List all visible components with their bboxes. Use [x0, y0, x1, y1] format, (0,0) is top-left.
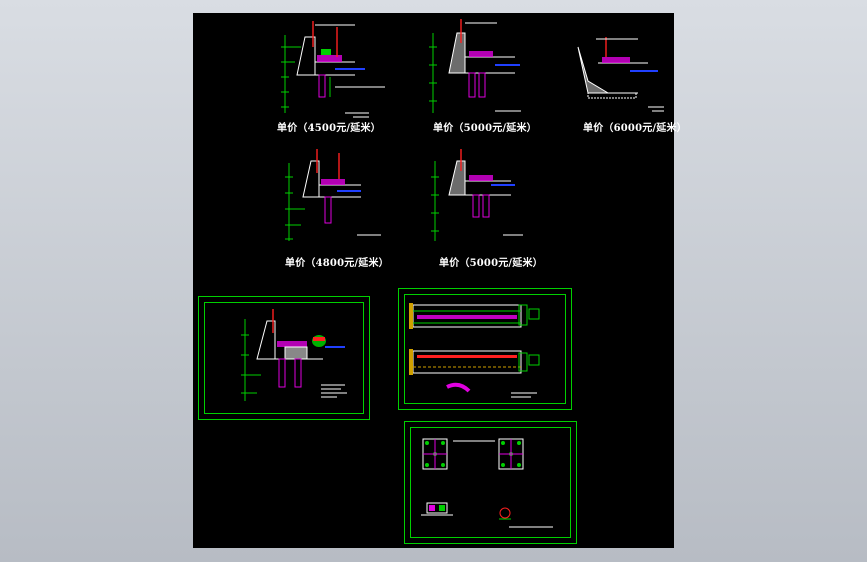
section-drawing-2	[429, 19, 521, 113]
price-label-1: 单价（4500元/延米）	[277, 123, 381, 134]
detail-sheet-a-inner-frame	[204, 302, 364, 414]
detail-sheet-c-frame[interactable]	[404, 421, 577, 544]
detail-sheet-a-frame[interactable]	[198, 296, 370, 420]
section-drawing-1	[281, 21, 385, 118]
column-detail-drawing-icon	[421, 438, 553, 528]
price-label-3: 单价（6000元/延米）	[583, 123, 687, 134]
detail-sheet-c-inner-frame	[410, 427, 571, 538]
price-label-4: 单价（4800元/延米）	[285, 258, 389, 269]
detail-sheet-b-inner-frame	[404, 294, 566, 404]
section-drawing-4	[285, 149, 381, 241]
section-drawing-5	[431, 149, 523, 241]
plan-and-elevation-drawing-icon	[409, 303, 540, 398]
price-label-5: 单价（5000元/延米）	[439, 258, 543, 269]
section-drawing-3	[577, 37, 664, 112]
detail-sheet-b-frame[interactable]	[398, 288, 572, 410]
cross-section-drawing-icon	[241, 309, 347, 401]
drawing-canvas[interactable]: 单价（4500元/延米） 单价（5000元/延米） 单价（6000元/延米）	[193, 13, 687, 548]
price-label-2: 单价（5000元/延米）	[433, 123, 537, 134]
